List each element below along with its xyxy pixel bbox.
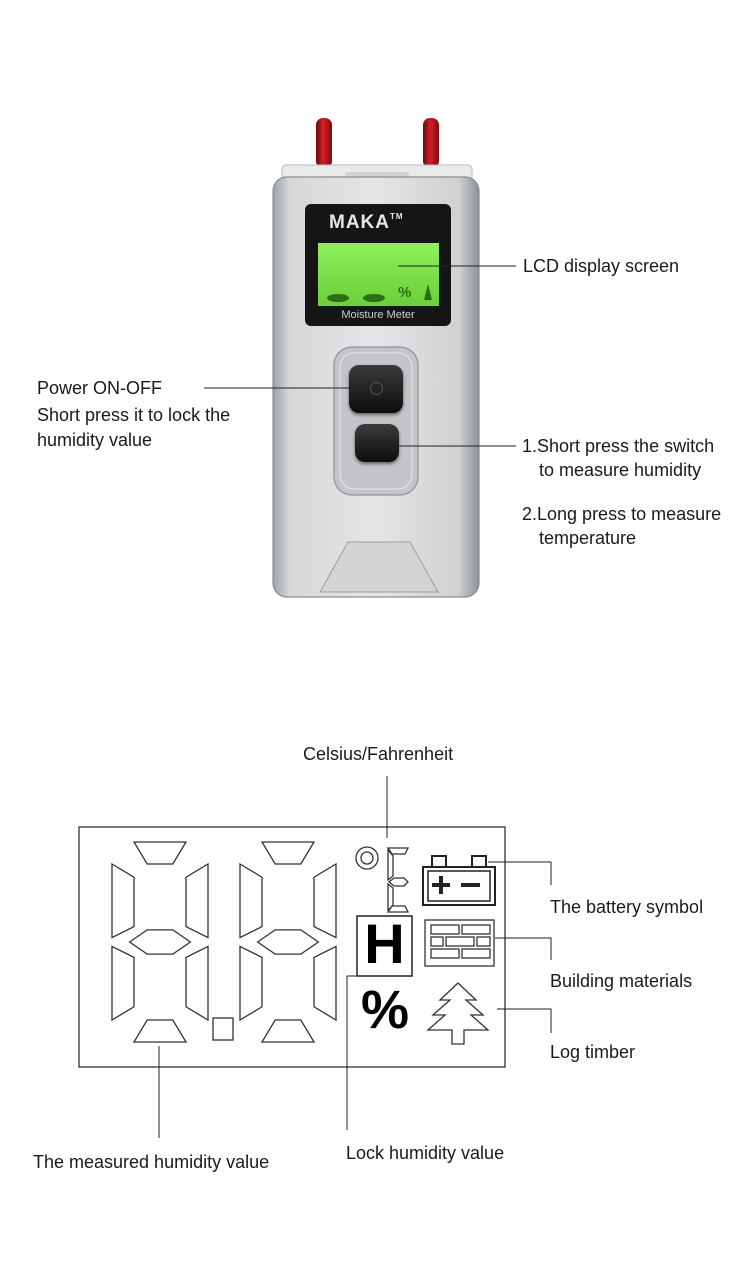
log-timber-icon [426,982,490,1045]
mode-short-press-desc: to measure humidity [539,460,702,480]
digit-1-segment-g [128,929,192,955]
digit-2-segment-b [313,862,337,939]
battery-symbol-icon [422,855,496,906]
probe-pins [316,118,439,168]
callout-lines [204,265,516,447]
power-icon [370,382,383,395]
decimal-point-segment [212,1017,234,1041]
lock-humidity-label: Lock humidity value [346,1143,505,1163]
bottom-grip [319,541,439,593]
digit-2-segment-g [256,929,320,955]
digit-1-segment-c [185,945,209,1022]
digit-2-segment-e [239,945,263,1022]
digit-1-segment-d [132,1019,188,1043]
power-desc-line2: humidity value [37,430,153,450]
digit-2-segment-d [260,1019,316,1043]
mode-long-press-label: 2.Long press to measure [522,504,722,524]
model-label: Moisture Meter [341,309,415,321]
digit-2-segment-a [260,841,316,865]
digit-2-segment-f [239,862,263,939]
digit-1-segment-a [132,841,188,865]
building-materials-icon [424,919,495,967]
lcd-display-label: LCD display screen [523,256,680,276]
lock-letter: H [364,912,405,975]
percent-symbol: % [360,980,409,1040]
mode-short-press-label: 1.Short press the switch [522,436,715,456]
power-button[interactable] [349,365,403,413]
log-timber-label: Log timber [550,1042,636,1062]
celsius-fahrenheit-segment [386,847,410,913]
lock-humidity-box [356,915,413,977]
mode-long-press-desc: temperature [539,528,637,548]
lcd-percent: % [398,284,412,301]
digit-2-segment-c [313,945,337,1022]
power-onoff-label: Power ON-OFF [37,378,163,398]
trademark-mark: TM [390,212,404,221]
measured-humidity-label: The measured humidity value [33,1152,270,1172]
celsius-fahrenheit-label: Celsius/Fahrenheit [303,744,454,764]
degree-symbol [355,846,379,870]
mode-switch-button[interactable] [355,424,399,462]
digit-1-segment-f [111,862,135,939]
brand-logo: MAKATM [329,212,404,234]
power-desc-line1: Short press it to lock the [37,405,231,425]
brand-name: MAKA [329,212,390,233]
building-materials-label: Building materials [550,971,693,991]
battery-symbol-label: The battery symbol [550,897,704,917]
legend-callout-lines [158,776,552,1138]
seven-segment-digits [111,841,337,1043]
digit-1-segment-b [185,862,209,939]
digit-1-segment-e [111,945,135,1022]
